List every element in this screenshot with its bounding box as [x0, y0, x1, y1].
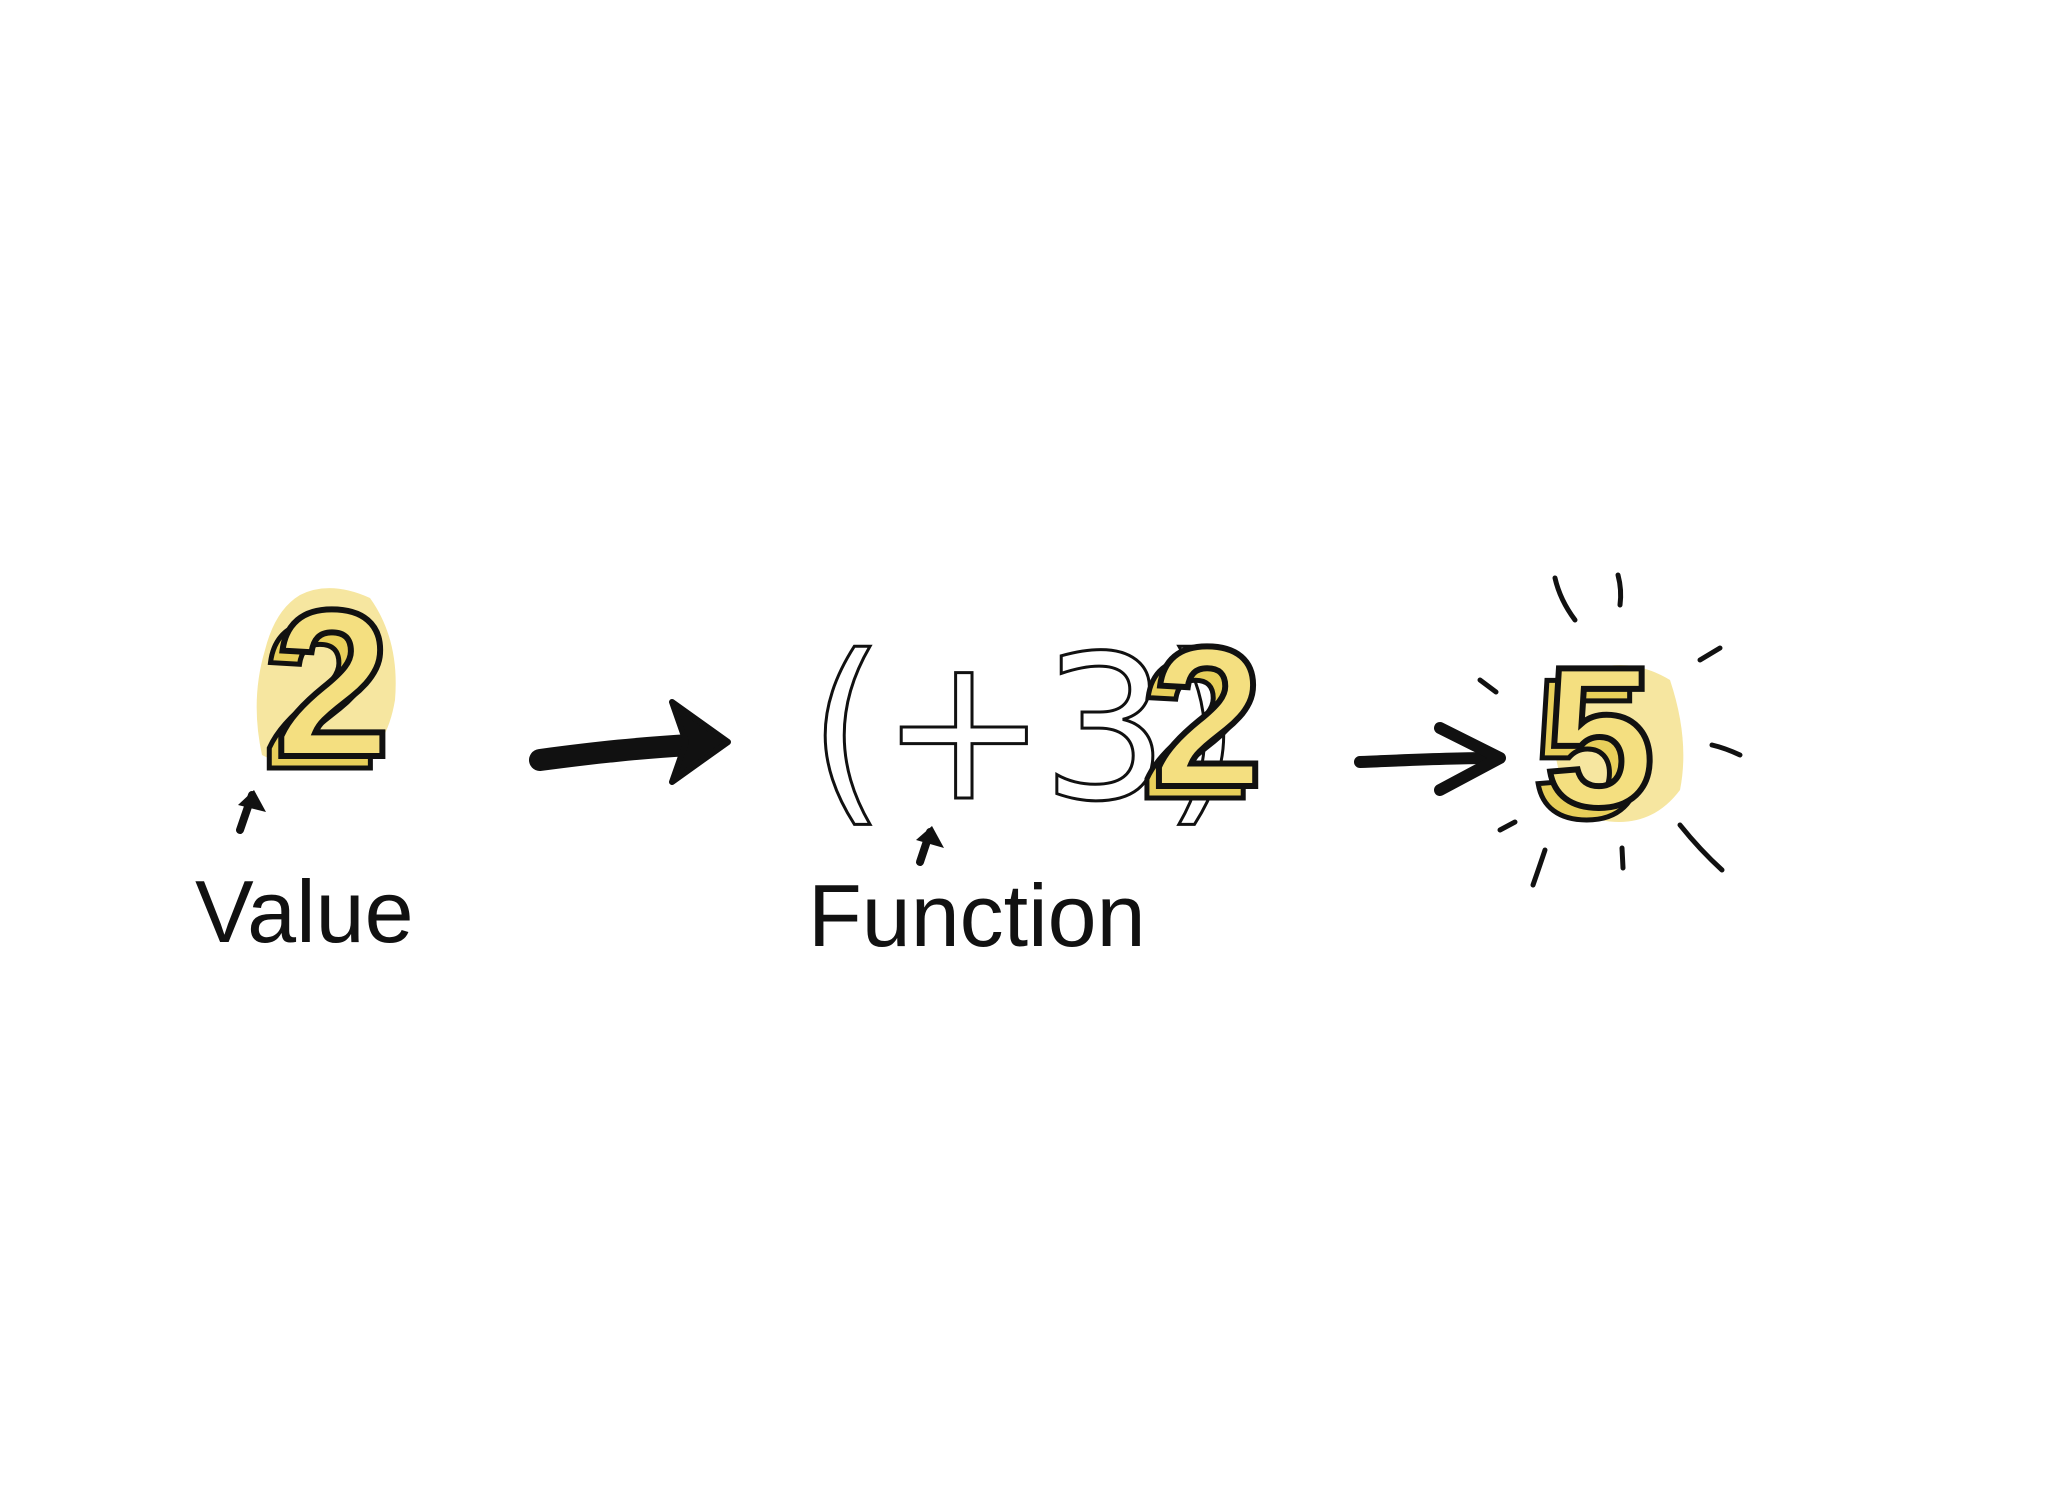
- arrow-1-shaft: [540, 745, 690, 760]
- sparkle-ray: [1622, 848, 1623, 868]
- sparkle-ray: [1618, 575, 1621, 605]
- value-label: Value: [195, 868, 414, 956]
- input-digit: 2: [274, 566, 391, 801]
- sparkle-ray: [1500, 822, 1515, 830]
- sparkle-ray: [1555, 578, 1575, 620]
- function-group: (+3) 2 2: [808, 606, 1263, 862]
- function-argument: 2: [1152, 606, 1263, 829]
- input-value-group: 2 2: [238, 566, 396, 830]
- sparkle-ray: [1680, 825, 1722, 870]
- result-digit: 5: [1544, 626, 1655, 849]
- sparkle-ray: [1700, 648, 1720, 660]
- sparkle-ray: [1480, 680, 1496, 692]
- sparkle-ray: [1712, 745, 1740, 755]
- arrow-2: [1360, 728, 1500, 790]
- arrow-2-shaft: [1360, 758, 1490, 762]
- arrow-1: [540, 702, 728, 782]
- function-label: Function: [808, 872, 1146, 960]
- result-group: 5 5: [1480, 575, 1740, 885]
